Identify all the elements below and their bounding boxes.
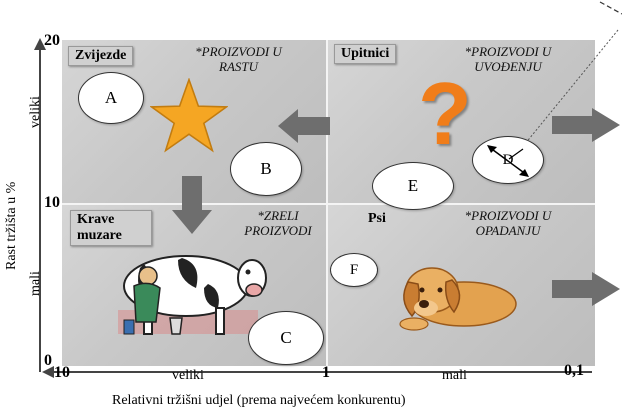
arrow-left-icon (278, 109, 330, 143)
bubble-d: D (472, 136, 544, 184)
star-icon (150, 78, 228, 153)
y-tick-20: 20 (44, 32, 60, 49)
bubble-c: C (248, 311, 324, 365)
quadrant-title-dogs: Psi (368, 211, 386, 226)
quadrant-question-marks (327, 40, 595, 204)
resize-arrows-icon (487, 145, 529, 177)
bubble-e: E (372, 162, 454, 210)
y-tick-0: 0 (44, 352, 52, 369)
x-tick-1: 1 (322, 364, 330, 381)
y-axis-title: Rast tržišta u % (4, 181, 19, 270)
x-tick-01: 0,1 (564, 362, 584, 379)
bubble-f: F (330, 253, 378, 287)
arrow-right-bottom-icon (552, 272, 620, 306)
y-tick-10: 10 (44, 194, 60, 211)
arrow-right-top-icon (552, 108, 620, 142)
x-axis-high-label: veliki (172, 368, 204, 383)
x-axis-title: Relativni tržišni udjel (prema najvećem … (112, 393, 406, 408)
y-axis-high-label: veliki (28, 96, 43, 128)
arrow-down-icon (172, 176, 212, 234)
bubble-d-label: D (502, 151, 514, 168)
bubble-a: A (78, 72, 144, 124)
x-tick-10: 10 (54, 364, 70, 381)
dog-icon (399, 267, 517, 331)
quadrant-title-cash-cows: Krave muzare (70, 210, 152, 246)
bubble-b: B (230, 142, 302, 196)
quadrant-title-stars: Zvijezde (68, 46, 134, 66)
horizontal-divider (62, 203, 595, 205)
quadrant-note-stars: *PROIZVODI U RASTU (195, 44, 282, 74)
quadrant-note-cash-cows: *ZRELI PROIZVODI (244, 208, 312, 238)
cow-icon (118, 255, 267, 335)
quadrant-note-question-marks: *PROIZVODI U UVOĐENJU (464, 44, 552, 74)
y-axis-low-label: mali (28, 271, 43, 296)
question-mark-icon: ? (418, 64, 472, 163)
quadrant-note-dogs: *PROIZVODI U OPADANJU (464, 208, 552, 238)
x-axis-low-label: mali (442, 368, 467, 383)
quadrant-title-question-marks: Upitnici (334, 44, 397, 64)
